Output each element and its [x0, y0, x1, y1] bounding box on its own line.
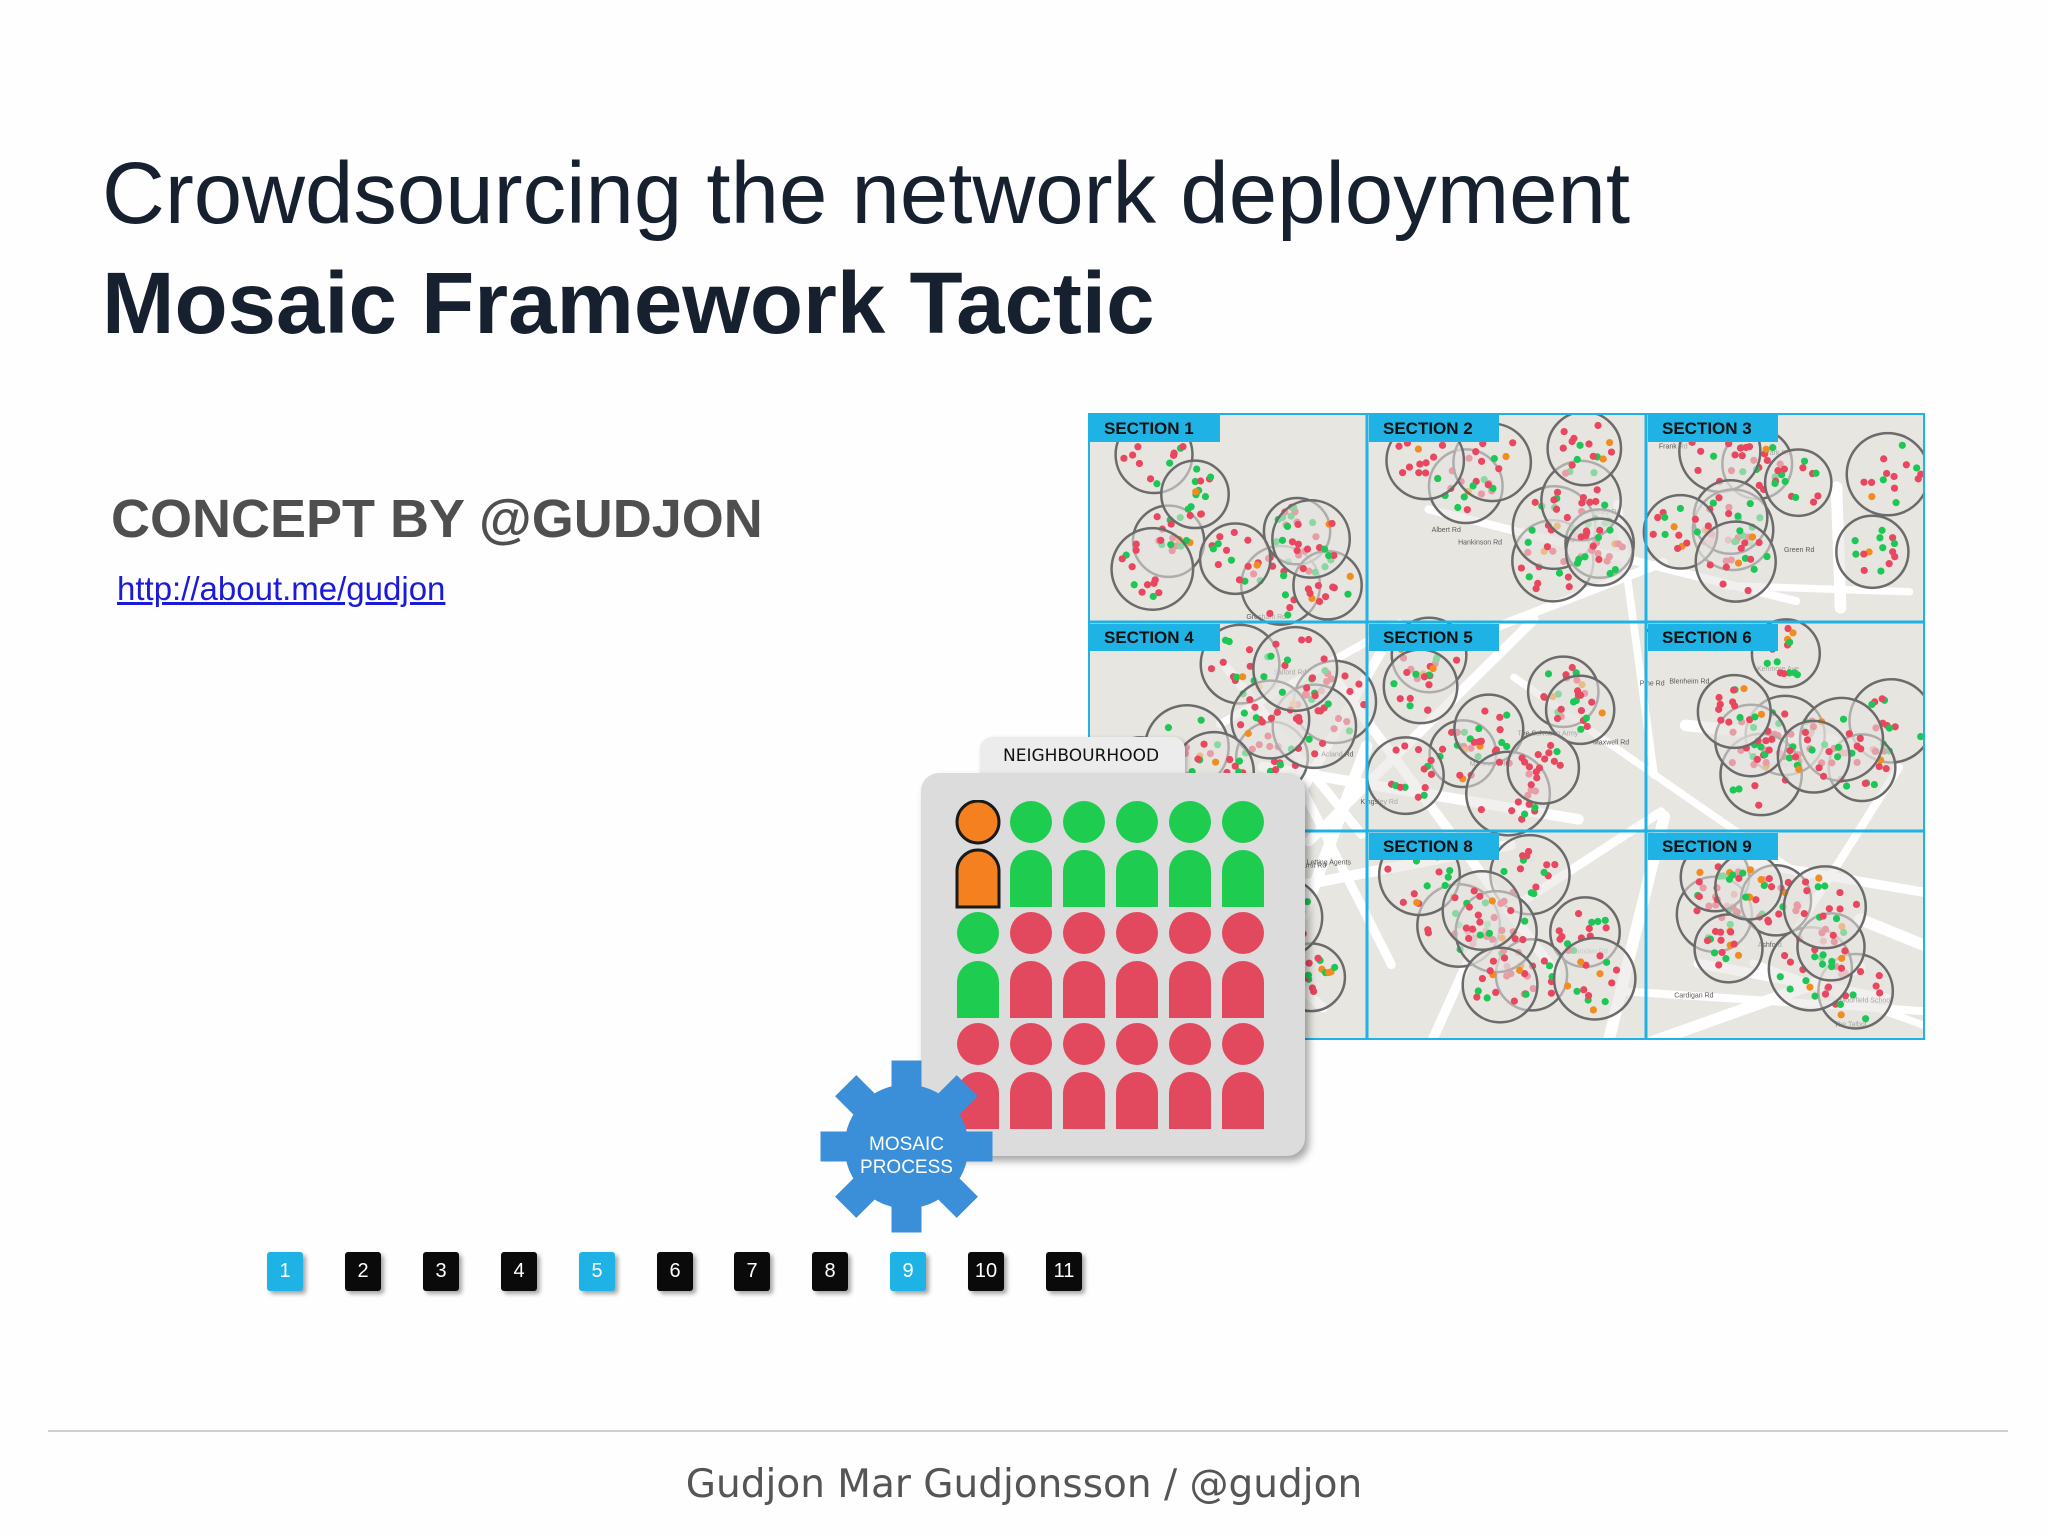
- coverage-circle: [1564, 517, 1635, 587]
- footer-credit: Gudjon Mar Gudjonsson / @gudjon: [685, 1462, 1363, 1507]
- page-7-button[interactable]: 7: [734, 1252, 770, 1291]
- neighbourhood-tab: [980, 737, 1185, 777]
- coverage-circle: [1506, 731, 1581, 805]
- coverage-circle: [1845, 431, 1925, 517]
- footer-divider: [48, 1430, 2008, 1432]
- coverage-circle: [1271, 499, 1351, 579]
- person-icon: [1116, 801, 1158, 907]
- map-street-label: Pine Rd: [1640, 680, 1665, 687]
- section-label: SECTION 6: [1648, 624, 1778, 651]
- page-9-button[interactable]: 9: [890, 1252, 926, 1291]
- coverage-circle: [1453, 693, 1525, 765]
- section-label: SECTION 9: [1648, 833, 1778, 860]
- coverage-circle: [1782, 865, 1868, 950]
- person-icon: [1063, 801, 1105, 907]
- person-icon: [1010, 912, 1052, 1018]
- page-8-button[interactable]: 8: [812, 1252, 848, 1291]
- coverage-circle: [1694, 520, 1777, 603]
- person-icon: [1063, 1023, 1105, 1129]
- page-10-button[interactable]: 10: [968, 1252, 1004, 1291]
- page-2-button[interactable]: 2: [345, 1252, 381, 1291]
- person-icon: [955, 800, 1001, 909]
- svg-text:SECTION 8: SECTION 8: [1383, 837, 1473, 856]
- coverage-circle: [1365, 736, 1445, 816]
- person-icon: [1169, 912, 1211, 1018]
- section-label: SECTION 3: [1648, 415, 1778, 442]
- coverage-circle: [1198, 522, 1272, 596]
- map-street-label: Ashford: [1758, 942, 1782, 949]
- coverage-circle: [1763, 448, 1833, 518]
- svg-text:SECTION 1: SECTION 1: [1104, 419, 1194, 438]
- map-street-label: Maxwell Rd: [1593, 739, 1629, 746]
- coverage-circle: [1835, 514, 1910, 590]
- section-label: SECTION 1: [1090, 415, 1220, 442]
- map-street-label: Hankinson Rd: [1458, 540, 1502, 547]
- coverage-circle: [1441, 869, 1523, 951]
- page-11-button[interactable]: 11: [1046, 1252, 1082, 1291]
- person-icon: [1116, 912, 1158, 1018]
- map-street-label: Albert Rd: [1432, 527, 1461, 534]
- gear-label-line2: PROCESS: [860, 1157, 953, 1178]
- coverage-circle: [1461, 946, 1539, 1024]
- section-label: SECTION 8: [1369, 833, 1499, 860]
- page-3-button[interactable]: 3: [423, 1252, 459, 1291]
- neighbourhood-label: NEIGHBOURHOOD: [1003, 746, 1160, 766]
- map-street-label: Green Rd: [1784, 547, 1814, 554]
- svg-text:SECTION 2: SECTION 2: [1383, 419, 1473, 438]
- page-4-button[interactable]: 4: [501, 1252, 537, 1291]
- person-icon: [1222, 912, 1264, 1018]
- coverage-circle: [1546, 413, 1623, 487]
- coverage-circle: [1382, 648, 1459, 725]
- svg-text:SECTION 4: SECTION 4: [1104, 628, 1194, 647]
- coverage-circle: [1714, 851, 1783, 921]
- neighbourhood-people-grid: [955, 800, 1264, 1129]
- mosaic-process-label: MOSAIC PROCESS: [819, 1133, 994, 1179]
- page-1-button[interactable]: 1: [267, 1252, 303, 1291]
- coverage-circle: [1776, 719, 1851, 794]
- svg-text:SECTION 3: SECTION 3: [1662, 419, 1752, 438]
- gear-icon: [820, 1060, 993, 1233]
- page-6-button[interactable]: 6: [657, 1252, 693, 1291]
- coverage-circle: [1452, 422, 1533, 503]
- section-label: SECTION 5: [1369, 624, 1499, 651]
- coverage-circle: [1252, 625, 1339, 713]
- person-icon: [1222, 1023, 1264, 1129]
- concept-heading: CONCEPT BY @GUDJON: [111, 489, 763, 549]
- coverage-circle: [1693, 913, 1764, 984]
- about-me-link[interactable]: http://about.me/gudjon: [117, 570, 446, 607]
- gear-label-line1: MOSAIC: [869, 1134, 944, 1155]
- person-icon: [1063, 912, 1105, 1018]
- slide-title: Crowdsourcing the network deployment: [102, 145, 1631, 242]
- section-label: SECTION 4: [1090, 624, 1220, 651]
- coverage-circle: [1696, 673, 1772, 750]
- person-icon: [1169, 1023, 1211, 1129]
- coverage-circle: [1110, 526, 1195, 611]
- page-5-button[interactable]: 5: [579, 1252, 615, 1291]
- person-icon: [1010, 801, 1052, 907]
- svg-text:SECTION 9: SECTION 9: [1662, 837, 1752, 856]
- person-icon: [957, 912, 999, 1018]
- person-icon: [1010, 1023, 1052, 1129]
- map-street-label: Blenheim Rd: [1669, 679, 1709, 686]
- coverage-circle: [1544, 674, 1616, 746]
- person-icon: [1222, 801, 1264, 907]
- section-label: SECTION 2: [1369, 415, 1499, 442]
- map-street-label: Frank Rd: [1659, 444, 1688, 451]
- coverage-circle: [1160, 459, 1230, 530]
- person-icon: [1169, 801, 1211, 907]
- slide-subtitle: Mosaic Framework Tactic: [102, 255, 1155, 352]
- coverage-circle: [1552, 936, 1637, 1021]
- svg-text:SECTION 5: SECTION 5: [1383, 628, 1473, 647]
- map-street-label: Cardigan Rd: [1674, 993, 1713, 1000]
- person-icon: [1116, 1023, 1158, 1129]
- svg-text:SECTION 6: SECTION 6: [1662, 628, 1752, 647]
